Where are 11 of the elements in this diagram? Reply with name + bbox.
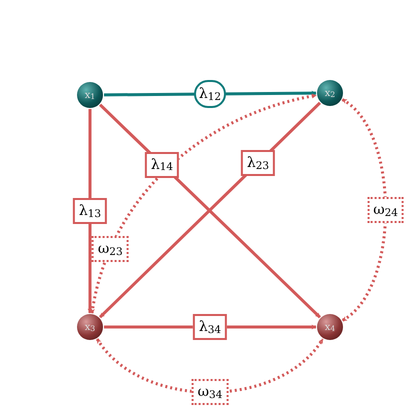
dotted-arrow: [96, 338, 324, 394]
edge-label: ω$_{34}$: [192, 379, 228, 406]
edge-label: λ$_{14}$: [144, 152, 180, 178]
edge-label: ω$_{23}$: [92, 236, 129, 262]
arrow: [88, 109, 92, 314]
edge-label: λ$_{13}$: [72, 198, 108, 224]
dotted-arrow: [341, 98, 388, 322]
edge-label: ω$_{24}$: [367, 197, 404, 223]
edge-label: λ$_{34}$: [192, 314, 228, 340]
edge-label: λ$_{23}$: [240, 150, 276, 176]
edge-label: λ$_{12}$: [194, 80, 226, 108]
